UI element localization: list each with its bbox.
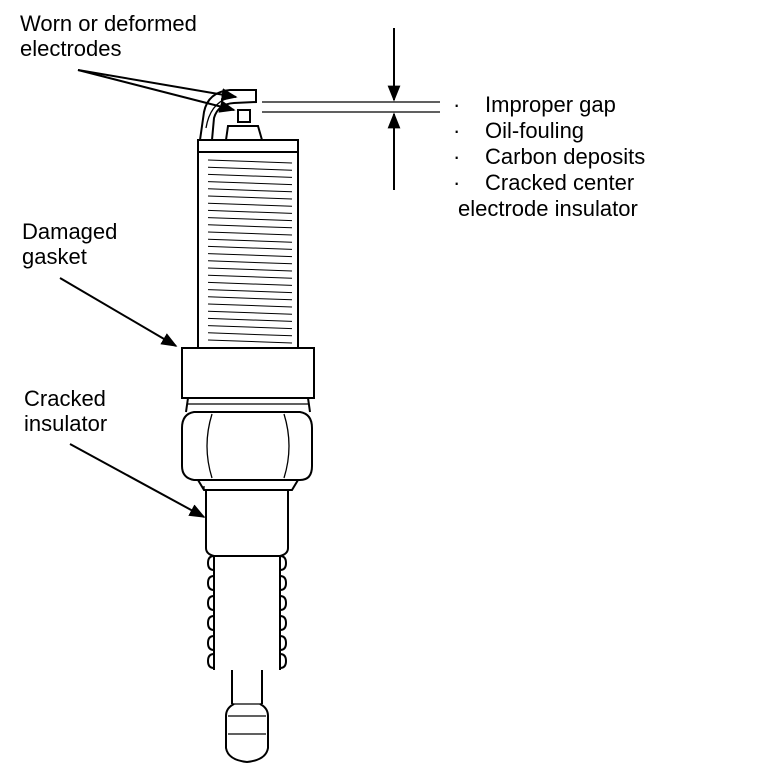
insulator-rib <box>206 615 288 631</box>
insulator-rib <box>206 575 288 591</box>
thread-line <box>207 310 293 315</box>
thread-line <box>207 260 293 265</box>
thread-line <box>207 296 293 301</box>
label-damaged-gasket-line1: Damaged <box>22 219 118 244</box>
thread-line <box>207 202 293 207</box>
crimp <box>197 479 299 491</box>
thread-line <box>207 224 293 229</box>
thread-line <box>207 166 293 171</box>
electrodes-arrow-lower <box>77 69 236 113</box>
insulator-rib <box>206 595 288 611</box>
threaded-body <box>197 139 299 349</box>
gap-dimension <box>262 28 440 190</box>
insulator-rib <box>206 555 288 571</box>
thread-line <box>207 267 293 272</box>
gasket-arrow <box>59 277 178 347</box>
hex-nut <box>181 411 313 481</box>
cause-carbon-deposits: Carbon deposits <box>485 144 646 169</box>
thread-line <box>207 253 293 258</box>
insulator-body <box>205 490 289 705</box>
label-cracked-insulator-line1: Cracked <box>24 386 106 411</box>
thread-line <box>207 281 293 286</box>
thread-line <box>207 238 293 243</box>
gasket <box>181 347 315 399</box>
thread-line <box>207 332 293 337</box>
cause-continuation: electrode insulator <box>458 196 638 221</box>
thread-line <box>207 289 293 294</box>
electrodes-arrow-upper <box>77 69 238 101</box>
thread-line <box>207 217 293 222</box>
insulator-rib <box>206 635 288 651</box>
cause-cracked-center: Cracked center <box>485 170 635 195</box>
thread-line <box>207 173 293 178</box>
thread-line <box>207 339 293 344</box>
thread-line <box>207 159 293 164</box>
thread-line <box>207 209 293 214</box>
thread-line <box>207 245 293 250</box>
label-damaged-gasket-line2: gasket <box>22 244 87 269</box>
label-worn-electrodes-line1: Worn or deformed <box>20 11 197 36</box>
label-cracked-insulator-line2: insulator <box>24 411 108 436</box>
cause-improper-gap: Improper gap <box>485 92 616 117</box>
thread-line <box>207 303 293 308</box>
bullet: · <box>453 118 461 143</box>
thread-line <box>207 188 293 193</box>
thread-line <box>207 231 293 236</box>
bullet: · <box>453 92 461 117</box>
thread-line <box>207 317 293 322</box>
shell-neck <box>185 397 311 413</box>
insulator-rib <box>206 653 288 669</box>
thread-line <box>207 274 293 279</box>
insulator-arrow <box>69 443 206 518</box>
thread-line <box>207 181 293 186</box>
bullet: · <box>453 144 461 169</box>
cause-oil-fouling: Oil-fouling <box>485 118 585 143</box>
thread-line <box>207 195 293 200</box>
thread-line <box>207 325 293 330</box>
bullet: · <box>453 170 461 195</box>
label-worn-electrodes-line2: electrodes <box>20 36 122 61</box>
center-electrode <box>225 109 263 141</box>
terminal-nut <box>225 703 269 764</box>
